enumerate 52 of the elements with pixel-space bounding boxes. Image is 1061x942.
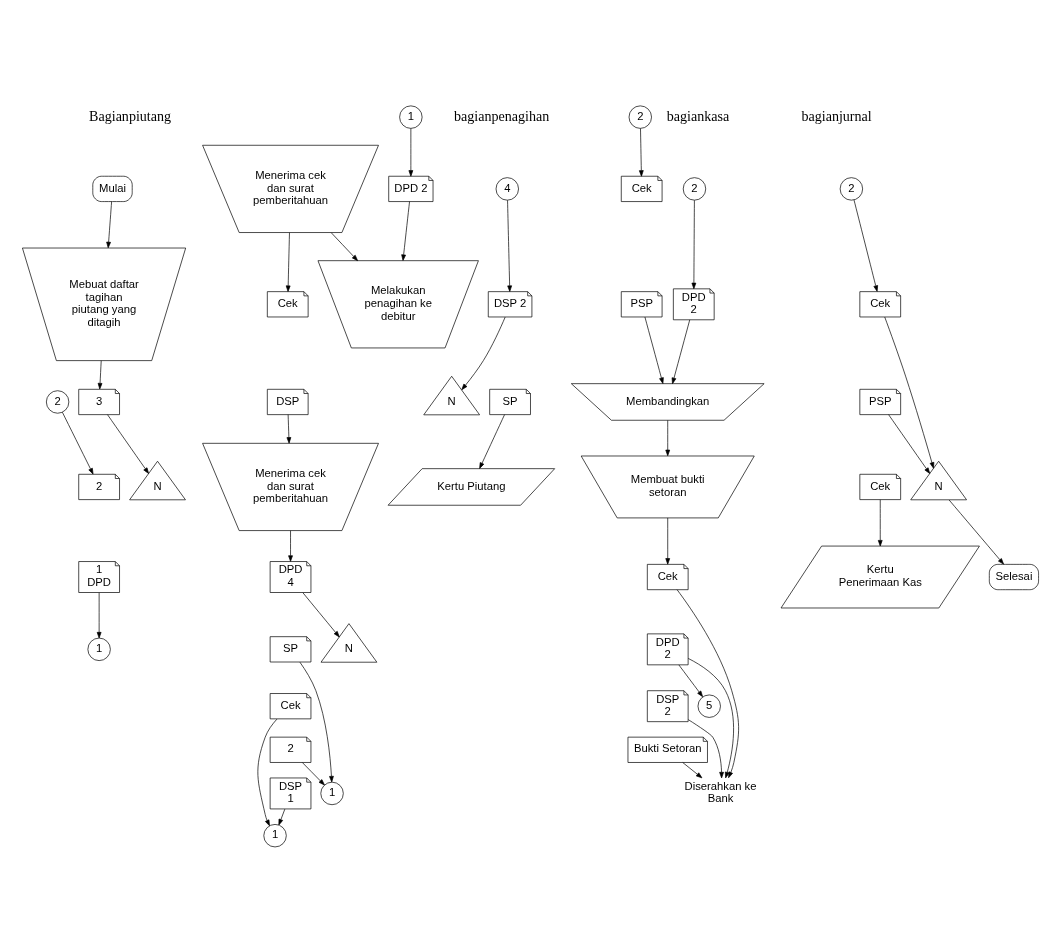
arrow — [687, 657, 734, 778]
node-box: Selesai — [988, 563, 1039, 590]
arrow — [302, 591, 340, 637]
node-circle: 1 — [263, 823, 287, 847]
arrow — [299, 661, 334, 782]
arrow — [877, 498, 883, 546]
arrow — [676, 588, 739, 778]
arrow — [408, 127, 414, 177]
arrow — [288, 529, 293, 562]
node-circle: 1 — [399, 105, 423, 129]
arrow — [285, 231, 291, 292]
arrow — [948, 499, 1004, 564]
node-box: Mulai — [92, 175, 133, 202]
label: bagianpenagihan — [454, 107, 550, 124]
arrow — [62, 411, 94, 474]
node-text: Diserahkan ke Bank — [684, 779, 757, 804]
arrow — [687, 718, 724, 778]
label: bagiankasa — [666, 107, 730, 124]
arrow — [461, 316, 506, 390]
arrow — [330, 231, 358, 261]
arrow — [682, 761, 703, 778]
arrow — [286, 413, 292, 444]
arrow — [257, 718, 278, 826]
arrow — [671, 319, 691, 384]
node-circle: 5 — [697, 694, 721, 718]
arrow — [96, 591, 102, 638]
node-circle: 2 — [682, 176, 707, 200]
arrow — [853, 199, 878, 292]
label: bagianjurnal — [801, 107, 872, 124]
arrow — [106, 200, 112, 248]
arrow — [665, 419, 671, 456]
arrow — [479, 413, 505, 469]
arrow — [888, 413, 931, 474]
arrow — [665, 517, 671, 564]
arrow — [507, 199, 512, 292]
arrow — [644, 316, 664, 384]
arrow — [301, 761, 325, 785]
node-circle: 2 — [46, 389, 70, 414]
node-circle: 2 — [628, 105, 652, 129]
arrow — [678, 664, 703, 697]
arrow — [278, 808, 286, 825]
arrow — [97, 359, 103, 389]
label: Bagianpiutang — [89, 107, 172, 124]
arrow — [884, 316, 935, 469]
node-circle: 4 — [495, 176, 519, 200]
arrow — [107, 413, 149, 474]
node-circle: 1 — [87, 637, 111, 661]
arrow — [691, 199, 697, 289]
node-circle: 1 — [320, 781, 344, 805]
arrow — [401, 200, 410, 261]
node-circle: 2 — [839, 176, 863, 200]
arrow — [639, 127, 644, 177]
